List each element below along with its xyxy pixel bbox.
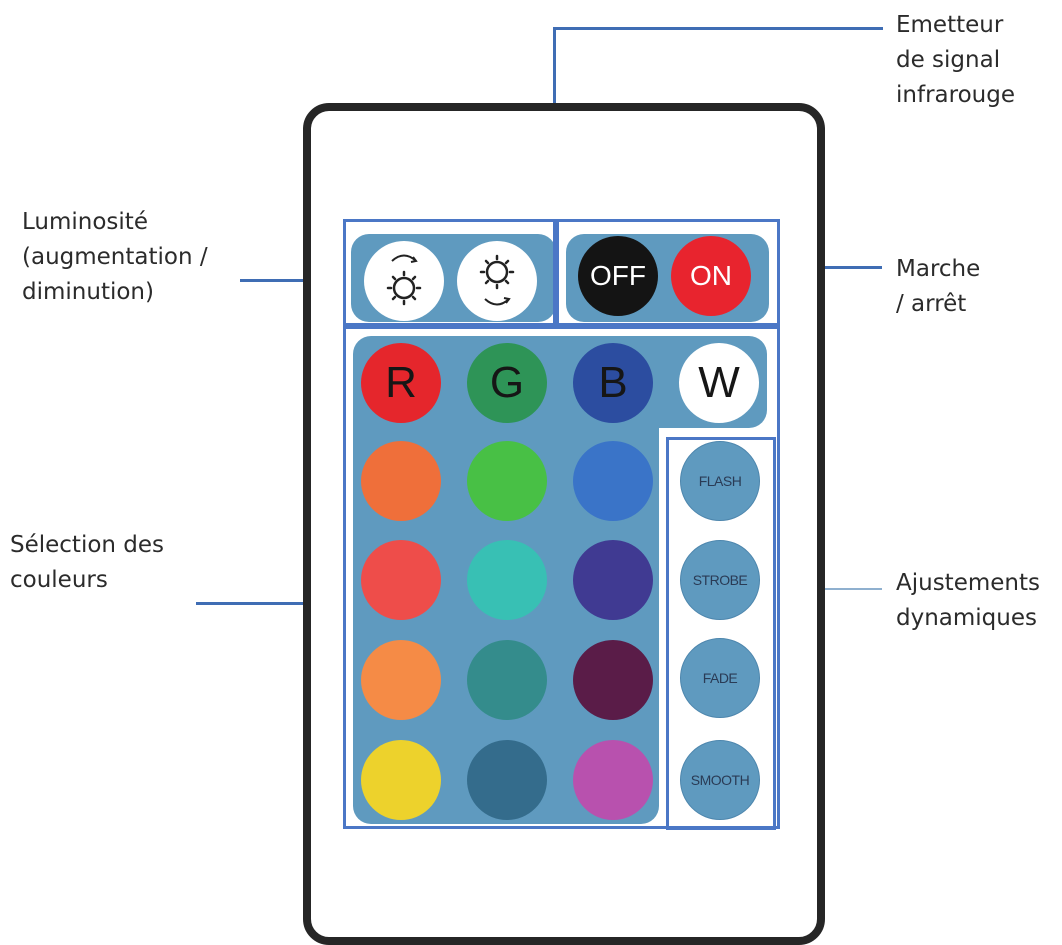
off-button-label: OFF <box>590 260 646 291</box>
label-colors-line-2: couleurs <box>10 567 108 593</box>
on-button-label: ON <box>690 260 732 291</box>
color-button-r2-c1[interactable] <box>361 540 441 620</box>
color-selection-frame <box>343 326 780 829</box>
dynamic-frame <box>666 437 776 830</box>
leader-brightness <box>240 279 344 282</box>
white-button[interactable]: W <box>679 343 759 423</box>
label-brightness-line-1: Luminosité <box>22 209 148 235</box>
label-brightness: Luminosité (augmentation / diminution) <box>22 205 208 310</box>
label-dynamic: Ajustements dynamiques <box>896 566 1040 636</box>
label-brightness-line-2: (augmentation / <box>22 244 208 270</box>
leader-dynamic <box>776 588 882 590</box>
fade-button[interactable]: FADE <box>680 638 760 718</box>
white-button-label: W <box>698 358 740 407</box>
label-power-line-2: / arrêt <box>896 291 967 317</box>
label-dynamic-line-1: Ajustements <box>896 570 1040 596</box>
flash-button-label: FLASH <box>698 473 742 489</box>
color-button-r2-c2[interactable] <box>467 540 547 620</box>
brightness-down-icon <box>479 254 515 306</box>
green-button[interactable]: G <box>467 343 547 423</box>
brightness-up-button[interactable] <box>364 241 444 321</box>
strobe-button-label: STROBE <box>692 572 748 588</box>
color-button-r4-c2[interactable] <box>467 740 547 820</box>
label-emitter-line-3: infrarouge <box>896 82 1015 108</box>
label-power-line-1: Marche <box>896 256 981 282</box>
green-button-label: G <box>489 358 525 407</box>
color-button-r1-c1[interactable] <box>361 441 441 521</box>
strobe-button[interactable]: STROBE <box>680 540 760 620</box>
leader-power <box>780 266 882 269</box>
label-power: Marche / arrêt <box>896 252 980 322</box>
color-button-r1-c2[interactable] <box>467 441 547 521</box>
brightness-frame <box>343 219 556 326</box>
label-emitter: Emetteur de signal infrarouge <box>896 8 1015 113</box>
smooth-button[interactable]: SMOOTH <box>680 740 760 820</box>
label-brightness-line-3: diminution) <box>22 279 154 305</box>
off-button[interactable]: OFF <box>578 236 658 316</box>
color-button-r4-c3[interactable] <box>573 740 653 820</box>
color-button-r3-c3[interactable] <box>573 640 653 720</box>
blue-button[interactable]: B <box>573 343 653 423</box>
color-button-r2-c3[interactable] <box>573 540 653 620</box>
brightness-down-button[interactable] <box>457 241 537 321</box>
leader-emitter-horizontal <box>553 27 883 30</box>
label-dynamic-line-2: dynamiques <box>896 605 1037 631</box>
blue-button-label: B <box>598 358 628 407</box>
leader-emitter-vertical <box>553 27 556 107</box>
color-button-r1-c3[interactable] <box>573 441 653 521</box>
on-button[interactable]: ON <box>671 236 751 316</box>
fade-button-label: FADE <box>702 670 738 686</box>
brightness-up-icon <box>386 254 422 306</box>
label-colors-line-1: Sélection des <box>10 532 165 558</box>
red-button-label: R <box>385 358 417 407</box>
color-button-r4-c1[interactable] <box>361 740 441 820</box>
color-button-r3-c2[interactable] <box>467 640 547 720</box>
leader-colors <box>196 602 344 605</box>
red-button[interactable]: R <box>361 343 441 423</box>
color-button-r3-c1[interactable] <box>361 640 441 720</box>
label-emitter-line-1: Emetteur <box>896 12 1004 38</box>
flash-button[interactable]: FLASH <box>680 441 760 521</box>
power-frame <box>556 219 780 326</box>
label-colors: Sélection des couleurs <box>10 528 164 598</box>
label-emitter-line-2: de signal <box>896 47 1001 73</box>
smooth-button-label: SMOOTH <box>690 772 750 788</box>
